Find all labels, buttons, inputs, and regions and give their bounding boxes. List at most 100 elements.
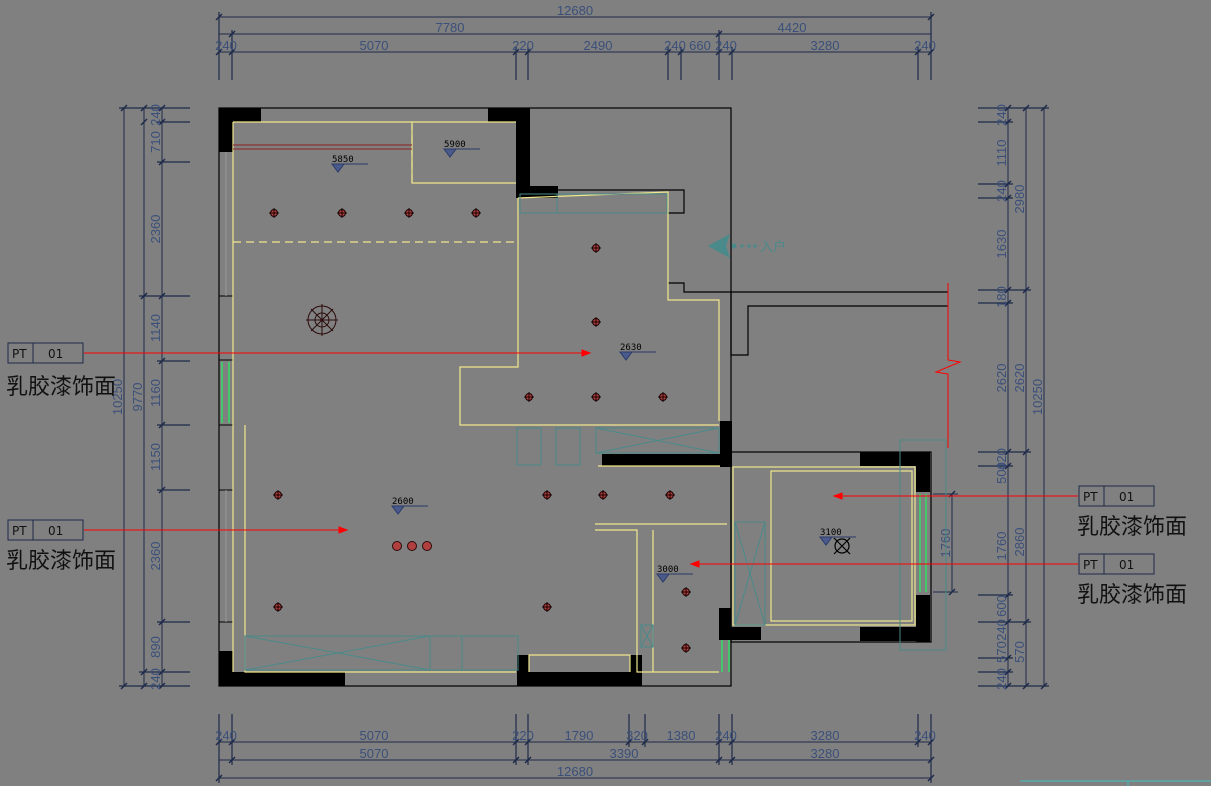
dim-right-570b: 570 (1012, 641, 1027, 663)
height-label-3100: 3100 (820, 528, 842, 538)
dim-tick (140, 668, 148, 676)
downlight-icon (404, 208, 414, 218)
dim-tick (1022, 286, 1030, 294)
dim-bottom-220: 220 (512, 728, 534, 743)
dim-tick (158, 682, 166, 690)
dim-bottom-240a: 240 (215, 728, 237, 743)
dim-tick (1004, 286, 1012, 294)
dim-left-1150: 1150 (148, 443, 163, 471)
dim-bottom-240b: 240 (715, 728, 737, 743)
dim-left-710: 710 (148, 131, 163, 153)
dim-tick (158, 668, 166, 676)
height-label-5850: 5850 (332, 155, 354, 165)
dim-left-1140: 1140 (148, 314, 163, 342)
downlight-icon (471, 208, 481, 218)
dim-bottom-overall: 12680 (557, 764, 593, 779)
dim-bottom-3280a: 3280 (811, 728, 840, 743)
dim-tick (158, 158, 166, 166)
dim-left-10250: 10250 (110, 379, 125, 415)
dim-tick (948, 588, 956, 596)
dim-tick (664, 48, 672, 56)
dim-tick (715, 48, 723, 56)
green-glass (221, 362, 927, 672)
dim-tick (158, 421, 166, 429)
break-line (934, 283, 962, 448)
dim-tick (1004, 194, 1012, 202)
tag-code: PT (1083, 490, 1098, 504)
tag-number: 01 (48, 524, 63, 538)
height-mark: 3000 (656, 565, 693, 583)
height-label-3000: 3000 (657, 565, 679, 575)
dim-tick (641, 738, 649, 746)
material-tag: PT 01 乳胶漆饰面 (6, 342, 116, 400)
dim-tick (228, 756, 236, 764)
tag-number: 01 (48, 347, 63, 361)
ceiling-outlines (232, 121, 916, 673)
dim-tick (914, 738, 922, 746)
dim-tick (1004, 180, 1012, 188)
downlight-icon (542, 490, 552, 500)
dim-tick (1040, 682, 1048, 690)
dim-right-2980: 2980 (1012, 185, 1027, 214)
entrance-arrow-icon (708, 234, 730, 258)
dim-tick (120, 104, 128, 112)
dim-right-2860: 2860 (1012, 528, 1027, 557)
height-mark: 2600 (391, 497, 428, 515)
height-mark: 3100 (819, 528, 856, 546)
dim-tick (927, 756, 935, 764)
ceiling-height-marks: 5850 5900 2630 2600 3100 3000 (331, 140, 856, 583)
dim-tick (228, 738, 236, 746)
dim-top-4420: 4420 (778, 20, 807, 35)
height-mark: 5850 (331, 155, 368, 173)
dim-tick (1004, 104, 1012, 112)
downlight-icon (269, 208, 279, 218)
cabinets (244, 193, 1211, 786)
dim-tick (1004, 448, 1012, 456)
windows (218, 152, 234, 653)
dim-tick (140, 682, 148, 690)
height-mark: 2630 (619, 343, 656, 361)
dim-left-9770: 9770 (130, 383, 145, 412)
dim-tick (927, 13, 935, 21)
material-tag: PT 01 乳胶漆饰面 (1077, 553, 1187, 608)
dim-tick (927, 738, 935, 746)
dim-tick (158, 104, 166, 112)
downlight-icon (273, 602, 283, 612)
leader-lines (84, 349, 1078, 568)
downlight-icon (591, 392, 601, 402)
dim-bottom-1380: 1380 (667, 728, 696, 743)
dim-right-600: 600 (994, 595, 1009, 617)
dim-top-660: 660 (689, 38, 711, 53)
dim-top-220: 220 (512, 38, 534, 53)
dashed-ceiling-lines (233, 122, 516, 243)
dim-tick (1004, 668, 1012, 676)
dim-bottom-3280b: 3280 (811, 746, 840, 761)
dim-bottom-5070a: 5070 (360, 728, 389, 743)
dim-tick (228, 48, 236, 56)
dimension-texts: 12680 7780 4420 240 5070 220 2490 240 66… (110, 3, 1045, 779)
tag-number: 01 (1119, 490, 1134, 504)
dim-tick (140, 292, 148, 300)
exhaust-fan-icon (833, 537, 851, 555)
tag-code: PT (12, 524, 27, 538)
tag-code: PT (1083, 558, 1098, 572)
downlight-icon (681, 587, 691, 597)
height-label-2630: 2630 (620, 343, 642, 353)
dim-tick (524, 756, 532, 764)
dim-tick (728, 738, 736, 746)
dim-right-240a: 240 (994, 104, 1009, 126)
dim-tick (927, 48, 935, 56)
dim-left-2360a: 2360 (148, 215, 163, 244)
dim-top-240d: 240 (914, 38, 936, 53)
wall-outlines (218, 107, 948, 687)
dim-top-overall: 12680 (557, 3, 593, 18)
dim-tick (914, 48, 922, 56)
chandelier-icon (306, 304, 338, 336)
dim-tick (1022, 104, 1030, 112)
dim-right-1110: 1110 (994, 140, 1009, 167)
dim-bottom-320: 320 (626, 728, 648, 743)
dim-tick (215, 774, 223, 782)
tag-finish-label: 乳胶漆饰面 (6, 375, 116, 400)
height-mark: 5900 (443, 140, 480, 158)
